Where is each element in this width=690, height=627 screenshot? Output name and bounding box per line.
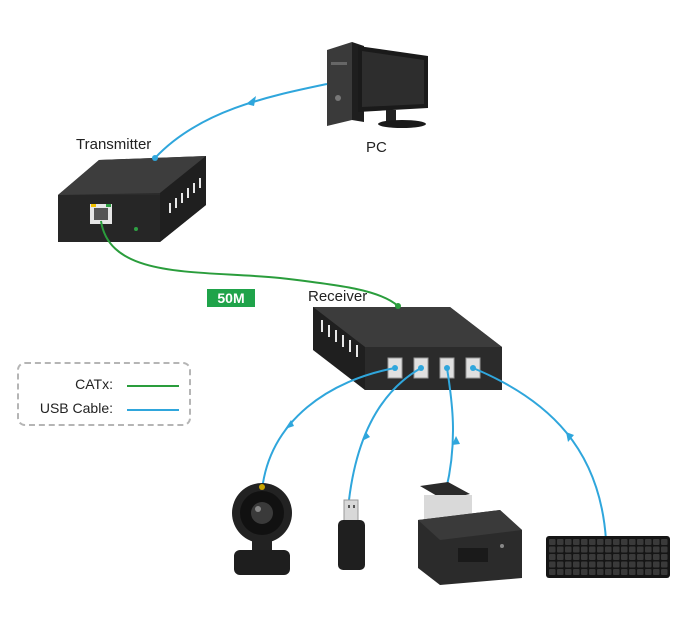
usb-flash-drive-icon: [338, 499, 365, 570]
legend-usb-line: [127, 409, 179, 411]
cable-node-receiver: [395, 303, 401, 309]
usb-cable-flash-drive: [348, 367, 422, 501]
webcam-icon: [232, 483, 292, 575]
legend-catx-label: CATx:: [75, 376, 113, 392]
usb-arrow-webcam: [285, 420, 294, 429]
legend-usb-label: USB Cable:: [39, 400, 113, 416]
keyboard-icon: [546, 536, 670, 578]
pc-icon: [327, 42, 428, 128]
pc-label: PC: [366, 139, 387, 156]
usb-arrow-flash-drive: [362, 432, 370, 441]
usb-arrow-keyboard: [566, 432, 574, 442]
distance-badge: 50M: [207, 289, 255, 307]
receiver-label: Receiver: [308, 288, 368, 305]
transmitter-icon: [58, 156, 206, 242]
usb-cable-webcam: [261, 367, 396, 491]
cable-node-pc: [152, 155, 158, 161]
catx-cable: [100, 220, 399, 307]
legend-catx-line: [127, 385, 179, 387]
usb-cable-pc-transmitter: [154, 83, 328, 159]
usb-arrow-printer: [452, 436, 460, 445]
usb-cable-printer: [445, 367, 454, 491]
usb-arrow-pc: [246, 96, 256, 106]
transmitter-label: Transmitter: [76, 136, 152, 153]
receipt-printer-icon: [418, 482, 522, 585]
legend: CATx: USB Cable:: [17, 362, 191, 426]
